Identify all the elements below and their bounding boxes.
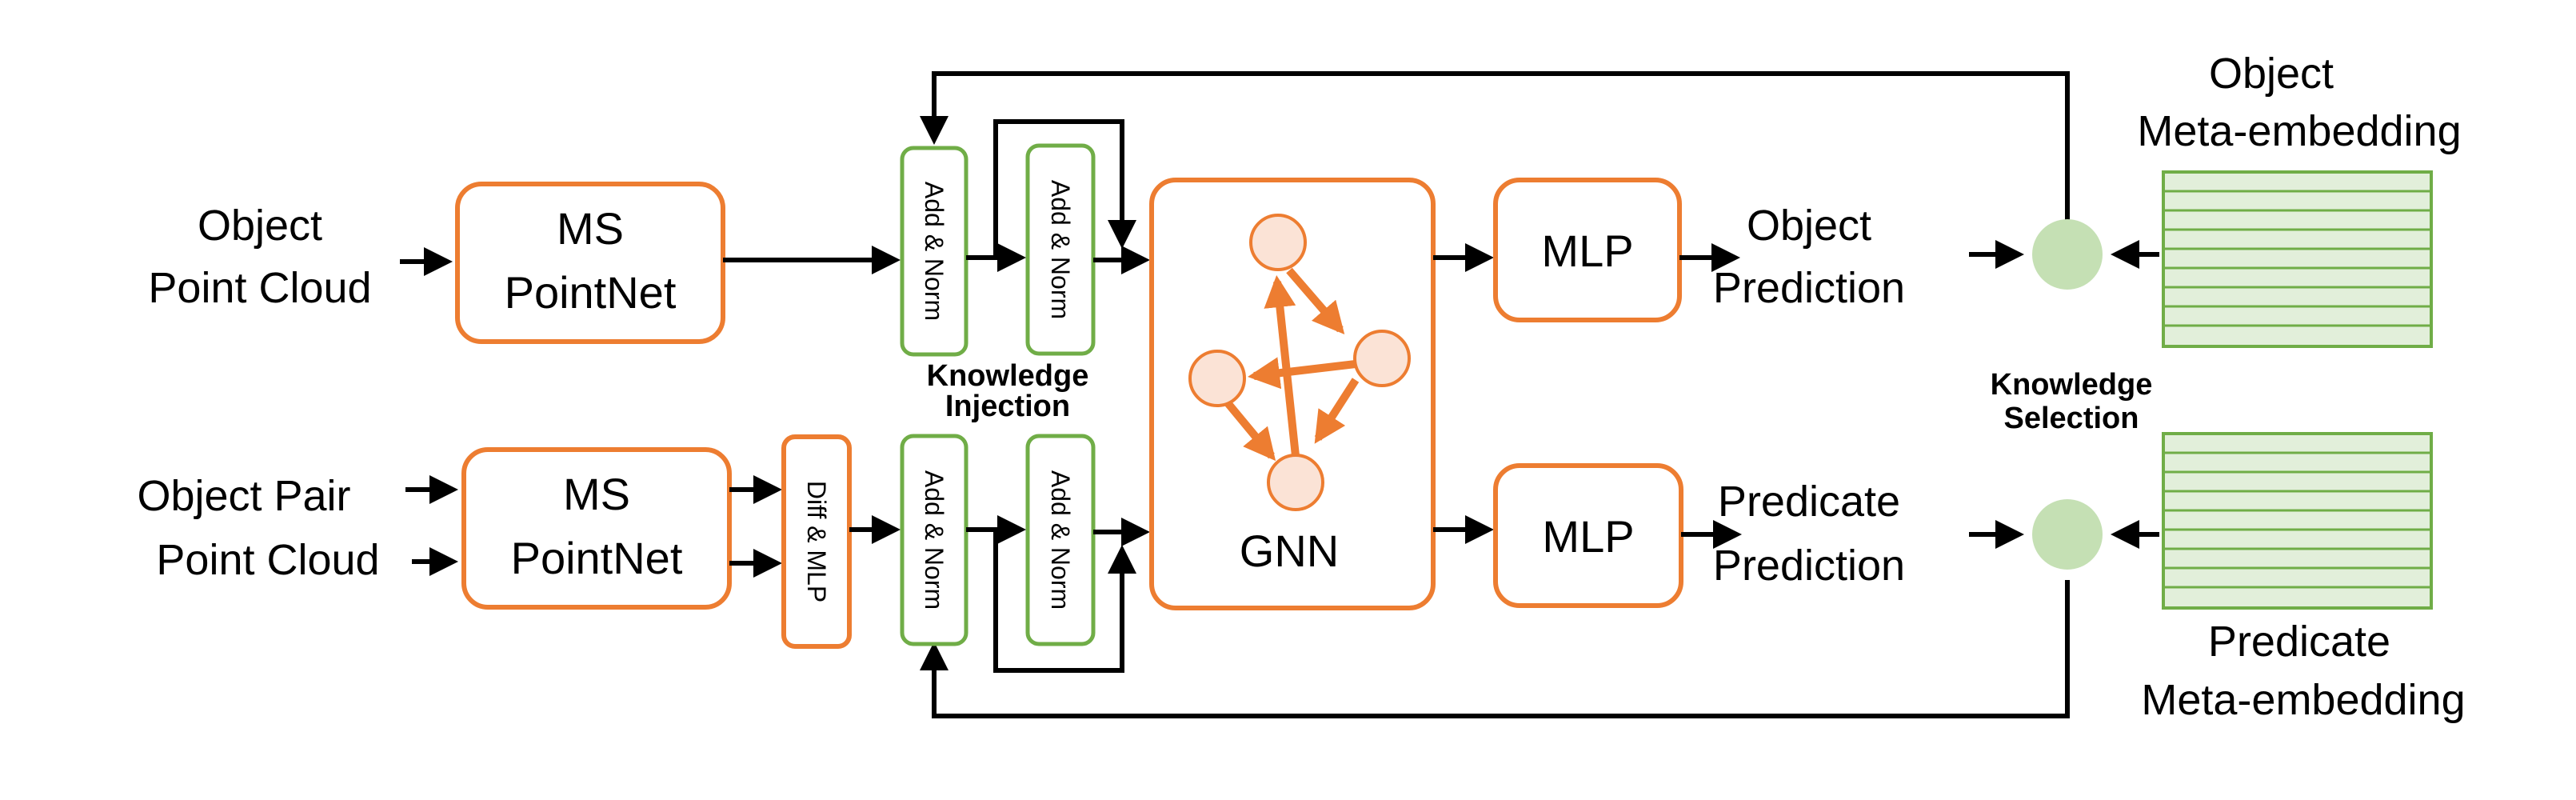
predicate-prediction-line-1: Predicate [1718, 478, 1900, 526]
ms-pointnet-top-line-2: PointNet [505, 267, 677, 318]
predicate-knowledge-selector [2032, 499, 2103, 570]
add-norm-top-1-label: Add & Norm [920, 182, 949, 321]
knowledge-injection-line-2: Injection [945, 390, 1070, 423]
object-point-cloud-label-2: Point Cloud [148, 264, 371, 312]
object-meta-embedding-line-1: Object [2209, 50, 2334, 98]
knowledge-selection-line-2: Selection [2004, 402, 2139, 435]
knowledge-selection-line-1: Knowledge [1991, 368, 2153, 402]
ms-pointnet-bottom-block [461, 447, 732, 610]
add-norm-bottom-1-label: Add & Norm [920, 470, 949, 610]
mlp-bottom-label: MLP [1542, 511, 1634, 562]
predicate-meta-embedding-table [2162, 432, 2433, 610]
mlp-top-label: MLP [1541, 226, 1633, 276]
predicate-feedback-loop [920, 580, 2070, 718]
gnn-graph-icon [1188, 214, 1411, 511]
add-norm-top-1 [900, 146, 968, 357]
ms-pointnet-bottom-line-2: PointNet [511, 533, 683, 583]
add-norm-bottom-1 [900, 434, 968, 646]
add-norm-bottom-2-label: Add & Norm [1046, 470, 1075, 610]
gnn-label: GNN [1240, 526, 1339, 576]
mlp-top-block [1493, 178, 1682, 322]
ms-pointnet-bottom-line-1: MS [563, 469, 630, 519]
top-residual-wire [993, 119, 1136, 258]
add-norm-top-2 [1025, 143, 1096, 356]
diff-mlp-block [781, 434, 852, 649]
ms-pointnet-top-block [455, 182, 725, 344]
add-norm-top-2-label: Add & Norm [1046, 180, 1075, 319]
object-point-cloud-label-1: Object [198, 202, 322, 250]
object-pair-label-2: Point Cloud [156, 536, 379, 584]
knowledge-injection-line-1: Knowledge [927, 359, 1089, 393]
predicate-prediction-line-2: Prediction [1713, 542, 1905, 590]
predicate-meta-embedding-line-1: Predicate [2208, 618, 2390, 666]
ms-pointnet-top-line-1: MS [557, 203, 624, 254]
object-prediction-line-2: Prediction [1713, 264, 1905, 312]
object-pair-label-1: Object Pair [137, 472, 350, 520]
object-meta-embedding-table [2162, 170, 2433, 348]
object-prediction-line-1: Object [1747, 202, 1871, 250]
add-norm-bottom-2 [1025, 434, 1096, 646]
object-meta-embedding-line-2: Meta-embedding [2137, 107, 2461, 155]
bottom-residual-wire [993, 530, 1136, 673]
object-feedback-loop [920, 71, 2070, 236]
object-knowledge-selector [2032, 219, 2103, 290]
diff-mlp-label: Diff & MLP [802, 481, 831, 602]
predicate-meta-embedding-line-2: Meta-embedding [2141, 676, 2465, 724]
